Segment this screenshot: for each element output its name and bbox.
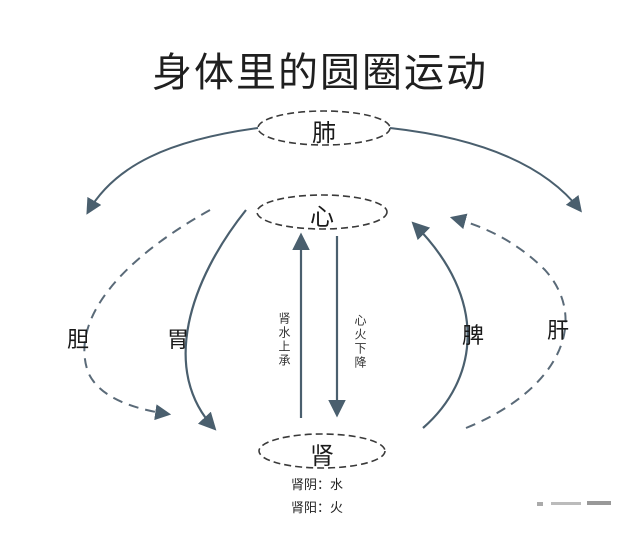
heart-fire-descends-label: 心火下降: [353, 314, 367, 370]
gan-label: 肝: [546, 319, 569, 344]
pi-label: 脾: [461, 324, 484, 349]
fei-right-arrow: [389, 127, 582, 213]
shen-yang-legend: 肾阳：火: [291, 501, 344, 516]
xin-label: 心: [310, 203, 334, 231]
dan-label: 胆: [66, 328, 89, 353]
shen-water-rises-label: 肾水上承: [277, 312, 291, 368]
xin-node-ellipse: [256, 194, 388, 230]
diagram-title: 身体里的圆圈运动: [152, 50, 488, 96]
wei-arrow: [184, 209, 247, 431]
shen-label: 肾: [310, 442, 334, 470]
pi-arrow: [411, 221, 469, 429]
shen-node-ellipse: [258, 433, 386, 469]
gan-dashed-arrow: [449, 213, 567, 429]
fei-left-arrow: [86, 127, 259, 215]
fei-label: 肺: [312, 119, 336, 147]
watermark-mark: [537, 500, 617, 506]
dan-dashed-arrow: [83, 209, 211, 421]
wei-label: 胃: [166, 328, 189, 353]
shen-yin-legend: 肾阴：水: [291, 478, 344, 493]
